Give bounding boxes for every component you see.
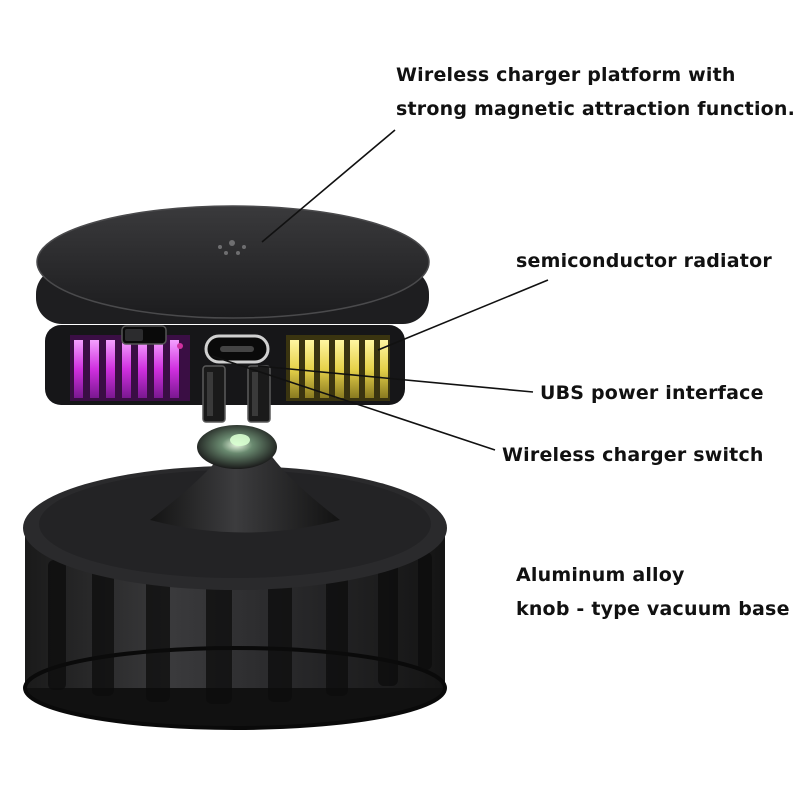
knob-ridges bbox=[48, 552, 432, 704]
yellow-radiator-leds bbox=[286, 335, 390, 401]
label-platform: Wireless charger platform with strong ma… bbox=[396, 58, 795, 126]
label-usb-text: UBS power interface bbox=[540, 382, 764, 404]
label-switch-text: Wireless charger switch bbox=[502, 444, 764, 466]
label-base: Aluminum alloy knob - type vacuum base bbox=[516, 558, 790, 626]
leader-lines bbox=[211, 129, 549, 451]
leader-line-switch bbox=[211, 355, 496, 451]
clamp-arms bbox=[202, 365, 271, 423]
label-radiator-text: semiconductor radiator bbox=[516, 250, 772, 272]
logo-mark bbox=[218, 240, 246, 255]
label-usb: UBS power interface bbox=[540, 376, 764, 410]
leader-line-usb bbox=[257, 365, 534, 393]
charger-head bbox=[36, 205, 430, 423]
label-radiator: semiconductor radiator bbox=[516, 244, 772, 278]
label-switch: Wireless charger switch bbox=[502, 438, 764, 472]
pink-radiator-leds bbox=[70, 335, 190, 401]
leader-line-platform bbox=[261, 129, 396, 243]
indicator-led bbox=[177, 343, 183, 349]
label-platform-line2: strong magnetic attraction function. bbox=[396, 98, 796, 120]
label-base-line1: Aluminum alloy bbox=[516, 564, 685, 586]
switch-slider bbox=[121, 325, 167, 345]
vacuum-base bbox=[23, 466, 447, 730]
leader-line-radiator bbox=[377, 279, 549, 351]
label-base-line2: knob - type vacuum base bbox=[516, 598, 790, 620]
usb-c-port bbox=[204, 334, 270, 364]
label-platform-line1: Wireless charger platform with bbox=[396, 64, 736, 86]
ball-joint-neck bbox=[150, 425, 340, 533]
